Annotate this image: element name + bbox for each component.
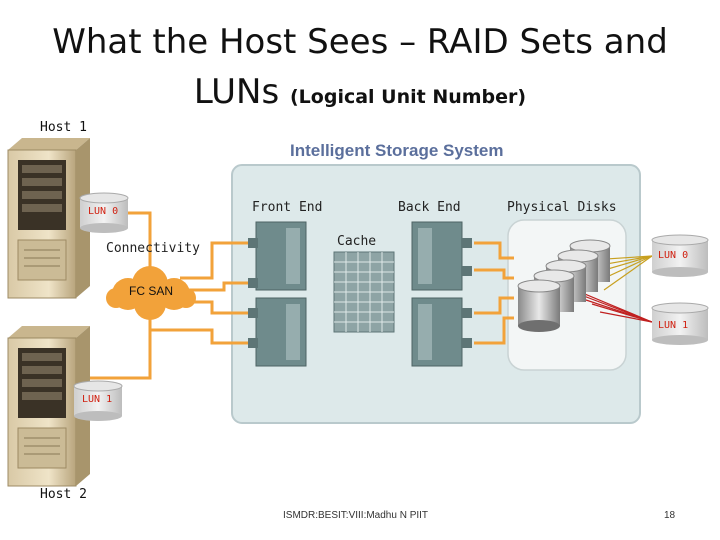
- front-end-label: Front End: [252, 200, 323, 215]
- storage-system-title: Intelligent Storage System: [290, 141, 504, 160]
- host1-label: Host 1: [40, 120, 87, 135]
- front-end-controller-a: [248, 221, 307, 291]
- lun0-label: LUN 0: [658, 250, 689, 261]
- fc-cables: [90, 211, 514, 380]
- front-end-controller-b: [248, 297, 307, 367]
- back-end-label: Back End: [398, 200, 461, 215]
- footer-text: ISMDR:BESIT:VIII:Madhu N PIIT: [283, 510, 429, 521]
- host1-lun-label: LUN 0: [88, 206, 119, 217]
- lun0-cylinder: [651, 234, 709, 277]
- host1-server: [7, 138, 90, 299]
- page-number: 18: [664, 510, 676, 521]
- disk-stack: [517, 239, 611, 332]
- host2-label: Host 2: [40, 487, 87, 502]
- physical-disks-label: Physical Disks: [507, 200, 617, 215]
- fc-san-label: FC SAN: [129, 284, 174, 298]
- cache-grid: [333, 251, 395, 333]
- back-end-controller-b: [411, 297, 472, 367]
- host1-lun-cylinder: [79, 192, 129, 233]
- slide-title-line1: What the Host Sees – RAID Sets and: [52, 22, 668, 62]
- host2-lun-cylinder: [73, 380, 123, 421]
- fc-san-cloud: [106, 266, 196, 320]
- slide-title-line2: LUNs (Logical Unit Number): [0, 72, 720, 117]
- title-subtitle: (Logical Unit Number): [290, 86, 527, 108]
- host2-server: [7, 326, 90, 487]
- host2-lun-label: LUN 1: [82, 394, 113, 405]
- disk: [517, 279, 561, 332]
- lun1-cylinder: [651, 302, 709, 345]
- cache-label: Cache: [337, 234, 377, 249]
- back-end-controller-a: [411, 221, 472, 291]
- connectivity-label: Connectivity: [106, 241, 200, 256]
- lun1-label: LUN 1: [658, 320, 689, 331]
- title-main: LUNs: [193, 72, 280, 112]
